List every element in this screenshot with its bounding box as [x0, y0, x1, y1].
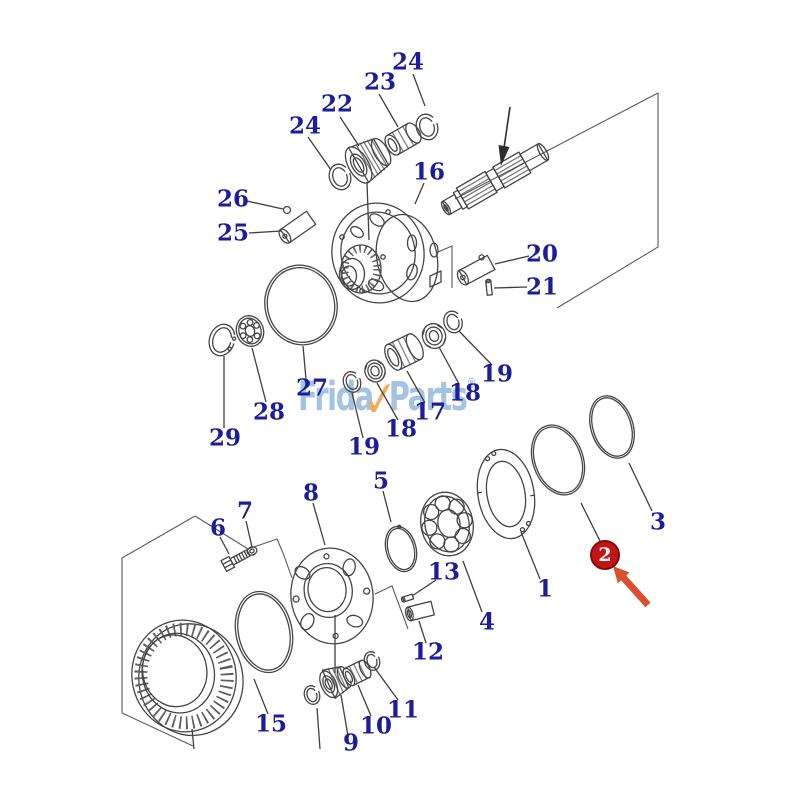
o-ring-5 [384, 524, 418, 573]
ring-gear [131, 619, 244, 737]
callout-4-24: 4 [478, 608, 496, 636]
callout-19-9: 19 [480, 360, 514, 388]
callout-18-10: 18 [448, 379, 482, 407]
callout-19-13: 19 [347, 433, 381, 461]
pin-25 [278, 210, 317, 244]
planetary-carrier-16 [331, 202, 442, 304]
snap-ring-24-right [415, 113, 439, 141]
seal-ring-2 [530, 424, 586, 496]
callout-29-16: 29 [208, 424, 242, 452]
callout-12-25: 12 [411, 638, 445, 666]
nut-18-left [364, 359, 386, 383]
callout-6-20: 6 [209, 514, 227, 542]
washer-7 [246, 546, 258, 556]
callout-9-29: 9 [342, 729, 360, 757]
callout-26-5: 26 [216, 185, 250, 213]
o-ring-27 [264, 264, 338, 346]
seal-ring-3 [589, 395, 635, 459]
leader-lines [191, 73, 653, 750]
splined-shaft [440, 142, 550, 216]
callout-17-11: 17 [413, 398, 447, 426]
snap-ring-29 [208, 323, 237, 357]
needle-bearing-10 [342, 659, 372, 687]
snap-ring-24-left [328, 163, 352, 191]
callout-27-14: 27 [295, 374, 329, 402]
callout-5-18: 5 [372, 467, 390, 495]
callout-16-4: 16 [412, 158, 446, 186]
snap-ring-11 [363, 651, 381, 671]
callout-3-23: 3 [649, 508, 667, 536]
snap-ring-19-left [342, 371, 362, 393]
callout-1-22: 1 [536, 575, 554, 603]
retainer-plate-1 [476, 448, 536, 540]
callout-22-2: 22 [320, 90, 354, 118]
pin-13 [400, 593, 415, 603]
panel-boundaries [121, 92, 659, 747]
callout-28-15: 28 [252, 398, 286, 426]
watermark-text-left: Frida [298, 374, 374, 420]
callout-15-28: 15 [254, 710, 288, 738]
callout-24-0: 24 [391, 48, 425, 76]
pin-21 [485, 278, 493, 296]
registered-trademark-icon: ® [466, 376, 477, 392]
callout-11-26: 11 [386, 696, 420, 724]
o-ring-15 [234, 590, 294, 674]
callout-13-21: 13 [427, 558, 461, 586]
pin-20 [456, 254, 496, 286]
callout-21-8: 21 [525, 273, 559, 301]
callout-18-12: 18 [384, 415, 418, 443]
callout-24-3: 24 [288, 112, 322, 140]
callout-10-27: 10 [359, 712, 393, 740]
watermark-text-right: Parts [388, 374, 468, 420]
callout-23-1: 23 [363, 68, 397, 96]
ball-bearing-28 [235, 315, 265, 347]
watermark: Frida✓Parts® [298, 370, 477, 431]
bolt-6 [220, 549, 251, 572]
callout-20-7: 20 [525, 240, 559, 268]
snap-ring-19-right [443, 310, 463, 334]
ball-26 [282, 205, 292, 215]
roller-bearing-17 [384, 333, 424, 371]
callout-8-17: 8 [302, 479, 320, 507]
nut-18-right [421, 322, 447, 350]
ball-bearing-4 [420, 491, 474, 557]
callout-7-19: 7 [236, 497, 254, 525]
snap-ring-unlabeled [303, 685, 321, 705]
highlighted-callout-2: 2 [590, 540, 620, 570]
tapered-bearing-22 [344, 137, 392, 184]
shaft-pointer-arrow [498, 106, 511, 166]
callout-25-6: 25 [216, 219, 250, 247]
needle-bearing-23 [384, 122, 422, 156]
tapered-bearing-9 [319, 665, 352, 700]
highlight-arrow [613, 566, 651, 608]
carrier-plate-8 [290, 547, 374, 645]
bushing-12 [404, 600, 435, 622]
